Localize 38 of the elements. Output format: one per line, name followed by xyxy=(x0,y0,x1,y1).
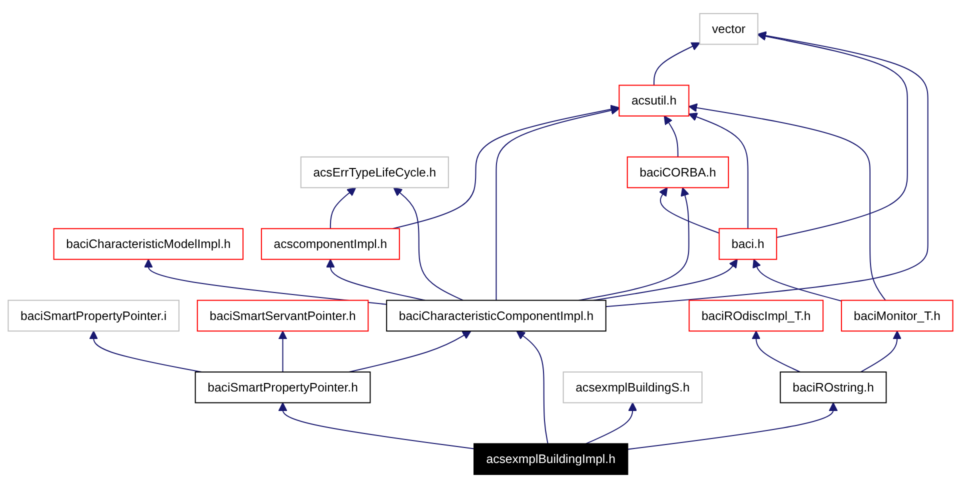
arrow xyxy=(348,330,472,373)
arrow xyxy=(516,330,548,444)
node-box: baci.h xyxy=(718,228,778,260)
arrow xyxy=(653,42,700,86)
node-box: baciCORBA.h xyxy=(626,156,729,188)
arrow xyxy=(330,187,356,229)
node-box: acsexmplBuildingS.h xyxy=(562,372,702,404)
arrow xyxy=(586,402,638,444)
node-box: acsErrTypeLifeCycle.h xyxy=(300,156,449,188)
arrow xyxy=(392,104,620,230)
node-box: baciCharacteristicComponentImpl.h xyxy=(386,300,606,332)
node-box: vector xyxy=(699,13,758,45)
node-box: acsexmplBuildingImpl.h xyxy=(474,443,628,475)
arrow xyxy=(393,187,464,301)
arrow xyxy=(860,330,902,372)
node-box: baciSmartPropertyPointer.i xyxy=(8,300,180,332)
node-box: acsutil.h xyxy=(618,84,690,116)
node-box: baciCharacteristicModelImpl.h xyxy=(53,228,244,260)
node-box: baciSmartPropertyPointer.h xyxy=(194,372,371,404)
node-box: acscomponentImpl.h xyxy=(260,228,400,260)
node-box: baciMonitor_T.h xyxy=(840,300,954,332)
arrow xyxy=(606,31,928,308)
arrow xyxy=(688,112,748,229)
node-box: baciSmartServantPointer.h xyxy=(196,300,369,332)
node-box: baciROdiscImpl_T.h xyxy=(688,300,824,332)
arrow xyxy=(144,258,387,305)
arrow xyxy=(278,402,474,450)
arrow xyxy=(658,187,720,234)
arrow xyxy=(757,32,908,238)
arrow xyxy=(752,258,842,302)
arrow xyxy=(278,330,288,372)
arrow xyxy=(496,106,620,300)
arrow xyxy=(664,116,678,157)
arrow xyxy=(688,103,886,301)
arrow xyxy=(628,402,838,450)
arrow xyxy=(89,330,202,373)
node-box: baciROstring.h xyxy=(780,372,887,404)
arrow xyxy=(752,330,800,372)
